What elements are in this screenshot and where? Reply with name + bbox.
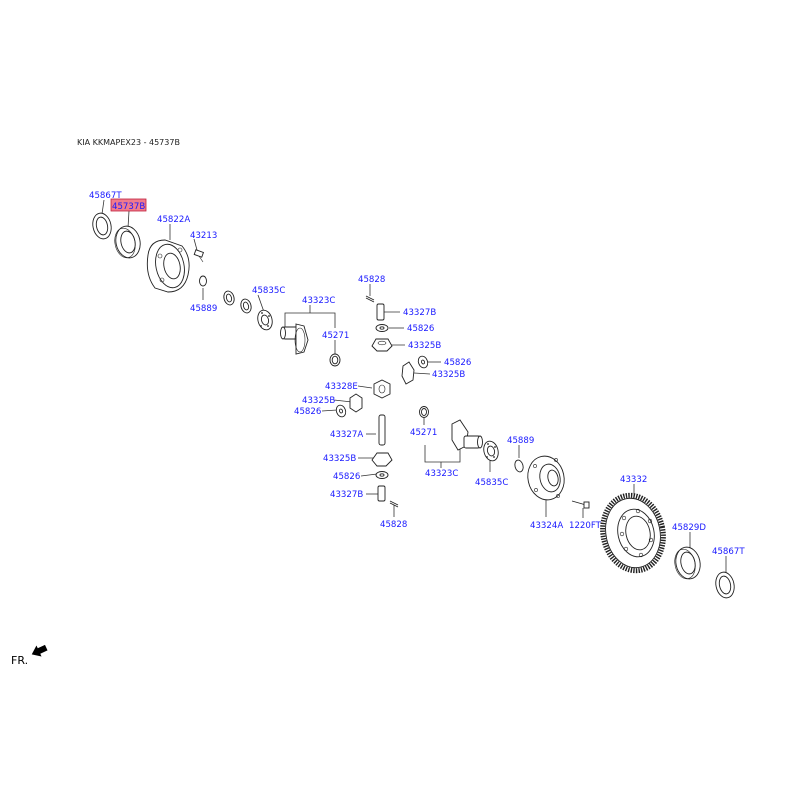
label-45889-right[interactable]: 45889 [507, 436, 534, 446]
part-side-gear-43323C-right[interactable] [451, 419, 483, 451]
label-45828-bottom[interactable]: 45828 [380, 520, 407, 530]
label-45271-left[interactable]: 45271 [322, 331, 349, 341]
label-43327B-bottom[interactable]: 43327B [330, 490, 363, 500]
label-43325B-bottom[interactable]: 43325B [323, 454, 356, 464]
label-45271-right[interactable]: 45271 [410, 428, 437, 438]
label-45822A[interactable]: 45822A [157, 215, 190, 225]
label-1220FT[interactable]: 1220FT [569, 521, 602, 531]
part-ring-45889-left[interactable] [199, 275, 207, 287]
label-43325B-right[interactable]: 43325B [432, 370, 465, 380]
part-pin-45828-top[interactable] [365, 295, 375, 303]
part-pin-45828-bottom[interactable] [389, 500, 399, 508]
label-45826-bottom[interactable]: 45826 [333, 472, 360, 482]
part-washers-left[interactable] [222, 290, 252, 314]
part-pinion-43325B-left[interactable] [349, 393, 363, 413]
label-45867T-left[interactable]: 45867T [89, 191, 122, 201]
diagram-title: KIA KKMAPEX23 - 45737B [77, 138, 180, 147]
part-ring-45271-right[interactable] [419, 406, 429, 418]
label-43323C-left[interactable]: 43323C [302, 296, 335, 306]
part-case-45822A[interactable] [146, 239, 190, 293]
part-ring-gear-43332[interactable] [596, 490, 670, 577]
front-direction-label: FR. [11, 654, 28, 667]
label-43325B-top[interactable]: 43325B [408, 341, 441, 351]
label-43213[interactable]: 43213 [190, 231, 217, 241]
part-washer-45826-left[interactable] [335, 404, 348, 418]
part-washer-45826-bottom[interactable] [375, 471, 389, 479]
leader-lines [101, 199, 727, 572]
label-43327A[interactable]: 43327A [330, 430, 363, 440]
label-43328E[interactable]: 43328E [325, 382, 358, 392]
part-labels: 45867T 45737B 45822A 43213 45889 45835C … [89, 191, 745, 557]
label-45826-right[interactable]: 45826 [444, 358, 471, 368]
part-plate-45835C-right[interactable] [482, 440, 501, 463]
label-43327B-top[interactable]: 43327B [403, 308, 436, 318]
part-pinion-43325B-bottom[interactable] [371, 452, 393, 467]
label-45889-left[interactable]: 45889 [190, 304, 217, 314]
part-case-43324A[interactable] [524, 453, 568, 504]
part-shaft-43327B-bottom[interactable] [377, 485, 386, 502]
part-shaft-43327A[interactable] [378, 414, 386, 446]
front-direction-indicator: FR. [11, 644, 48, 667]
label-43332[interactable]: 43332 [620, 475, 647, 485]
part-washer-45867T-right[interactable] [713, 570, 736, 599]
label-43325B-left[interactable]: 43325B [302, 396, 335, 406]
part-shaft-43327B-top[interactable] [376, 303, 385, 321]
part-ring-45889-right[interactable] [514, 459, 525, 473]
part-shaft-43328E[interactable] [373, 379, 391, 399]
part-washer-45826-right[interactable] [417, 355, 430, 369]
part-pinion-43325B-right[interactable] [401, 361, 415, 385]
part-bearing-45829D[interactable] [672, 545, 703, 581]
part-ring-45271-left[interactable] [329, 353, 341, 367]
label-45828-top[interactable]: 45828 [358, 275, 385, 285]
label-45826-left[interactable]: 45826 [294, 407, 321, 417]
part-bolt-1220FT[interactable] [571, 500, 590, 509]
label-43323C-right[interactable]: 43323C [425, 469, 458, 479]
label-43324A[interactable]: 43324A [530, 521, 563, 531]
part-washer-45826-top[interactable] [375, 324, 389, 332]
label-45826-top[interactable]: 45826 [407, 324, 434, 334]
highlighted-part-marker [110, 198, 147, 212]
part-washer-45867T-left[interactable] [90, 211, 113, 240]
part-plate-45835C-left[interactable] [256, 309, 275, 332]
label-45835C-right[interactable]: 45835C [475, 478, 508, 488]
front-arrow-icon [31, 644, 48, 657]
label-45867T-right[interactable]: 45867T [712, 547, 745, 557]
part-bearing-45737B[interactable] [112, 224, 143, 260]
part-bolt-43213[interactable] [193, 249, 205, 263]
label-45737B[interactable]: 45737B [112, 202, 145, 212]
label-45835C-left[interactable]: 45835C [252, 286, 285, 296]
label-45829D[interactable]: 45829D [672, 523, 706, 533]
part-pinion-43325B-top[interactable] [371, 338, 393, 352]
part-side-gear-43323C-left[interactable] [280, 323, 309, 355]
